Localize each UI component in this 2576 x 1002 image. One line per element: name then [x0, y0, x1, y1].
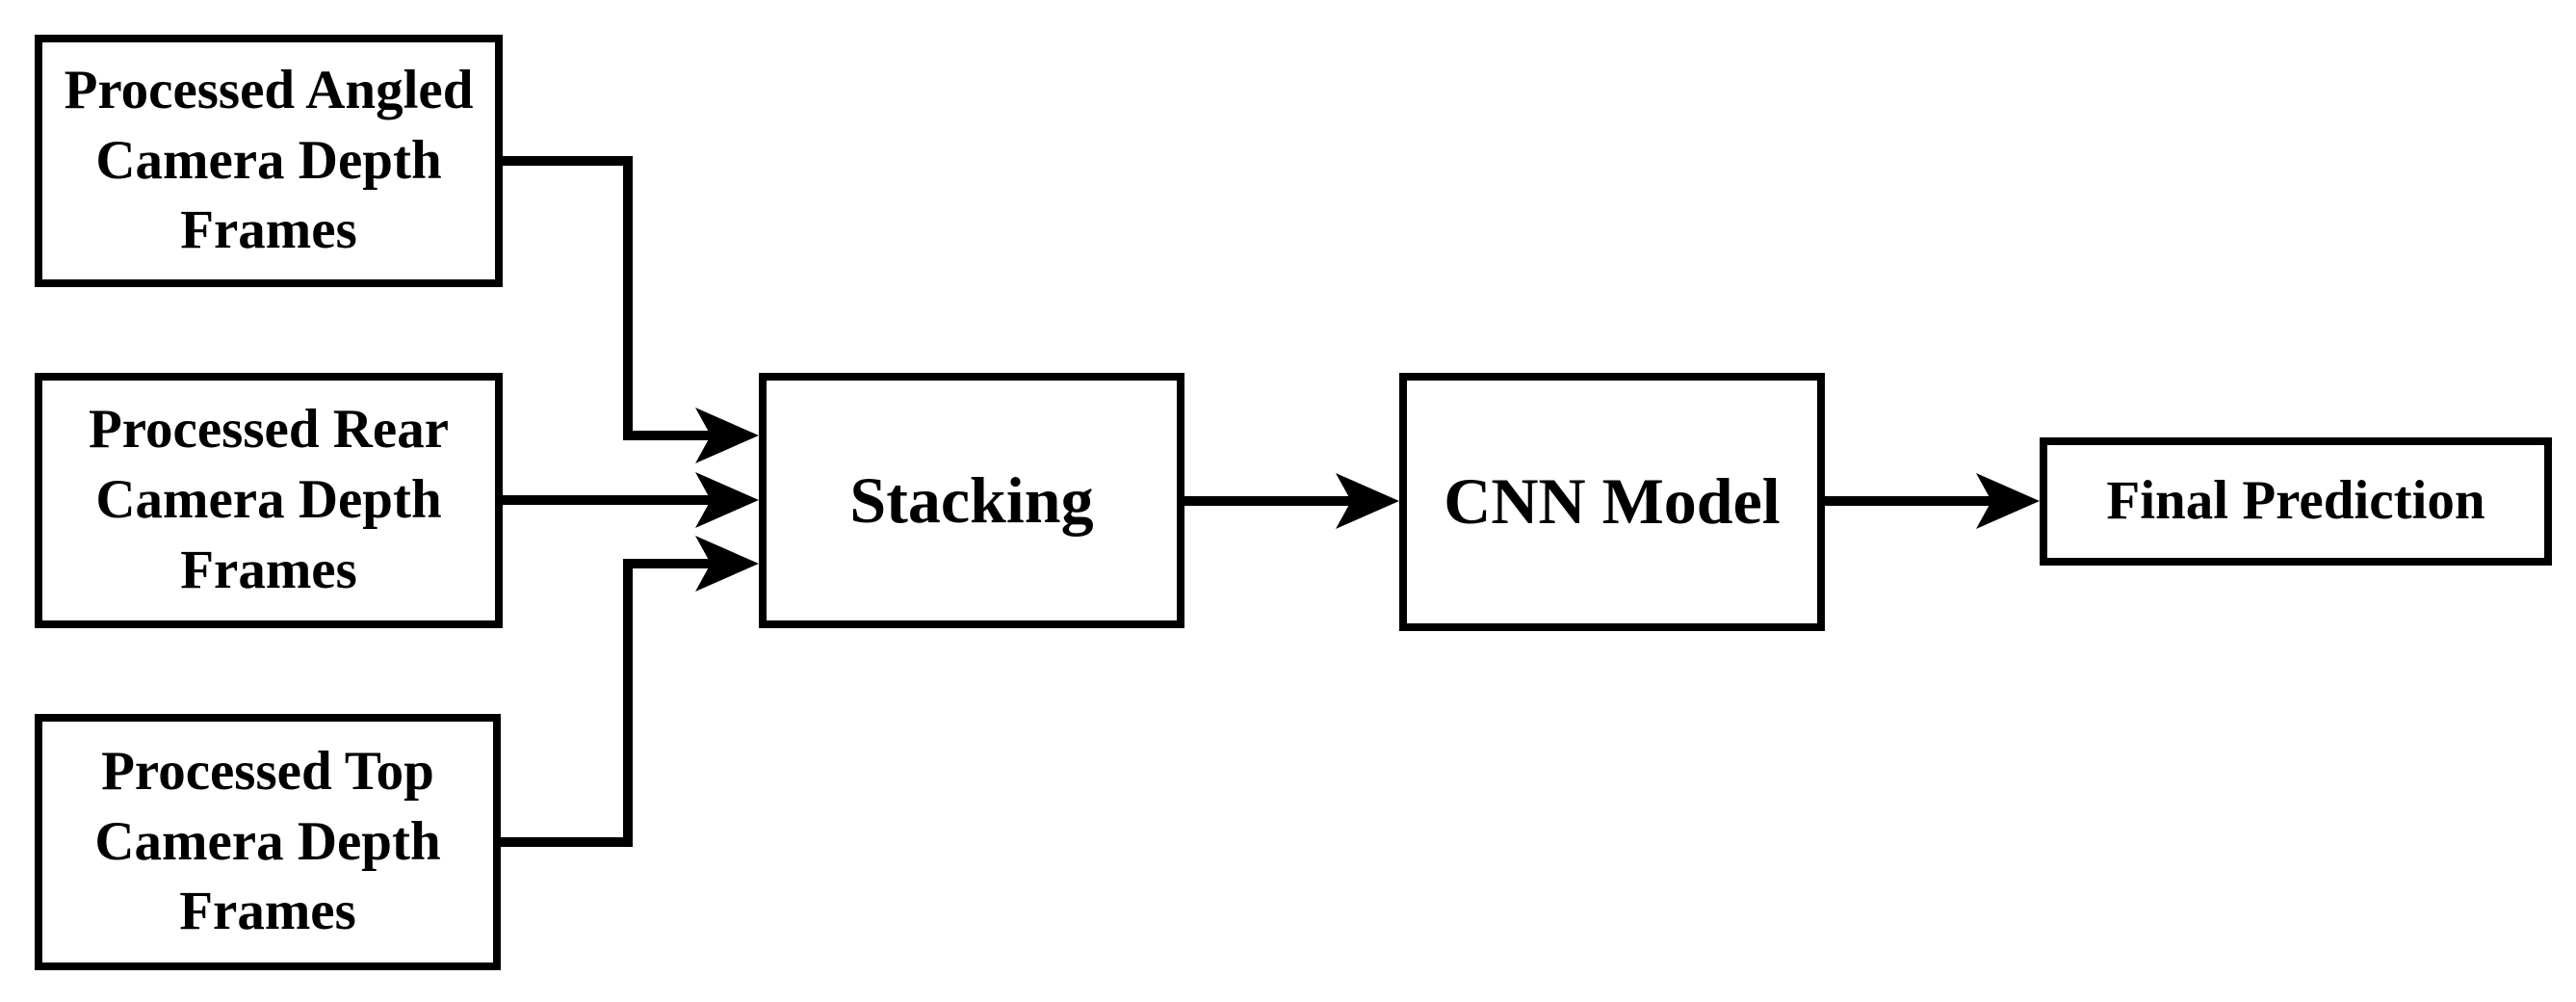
node-cnn-model: CNN Model — [1399, 373, 1825, 631]
edge-cnn-to-final — [1825, 473, 2040, 529]
edge-angled-to-stacking — [503, 156, 759, 463]
node-processed-top-label: Processed Top Camera Depth Frames — [94, 740, 441, 942]
node-final-prediction-label: Final Prediction — [2106, 470, 2485, 532]
node-stacking-label: Stacking — [849, 462, 1094, 537]
node-processed-angled: Processed Angled Camera Depth Frames — [35, 35, 503, 287]
arrowhead-icon — [695, 408, 759, 463]
edge-line — [501, 559, 711, 847]
arrowhead-icon — [695, 472, 759, 528]
node-processed-top: Processed Top Camera Depth Frames — [35, 714, 501, 970]
node-processed-angled-label: Processed Angled Camera Depth Frames — [64, 59, 474, 261]
node-final-prediction: Final Prediction — [2040, 437, 2552, 566]
edge-stacking-to-cnn — [1184, 473, 1399, 529]
edge-line — [503, 156, 711, 440]
node-cnn-model-label: CNN Model — [1444, 464, 1781, 539]
arrowhead-icon — [695, 536, 759, 592]
node-stacking: Stacking — [759, 373, 1184, 628]
edge-top-to-stacking — [501, 536, 759, 847]
arrowhead-icon — [1976, 473, 2040, 529]
node-processed-rear: Processed Rear Camera Depth Frames — [35, 373, 503, 628]
arrowhead-icon — [1336, 473, 1399, 529]
edge-rear-to-stacking — [503, 472, 759, 528]
node-processed-rear-label: Processed Rear Camera Depth Frames — [88, 399, 450, 600]
